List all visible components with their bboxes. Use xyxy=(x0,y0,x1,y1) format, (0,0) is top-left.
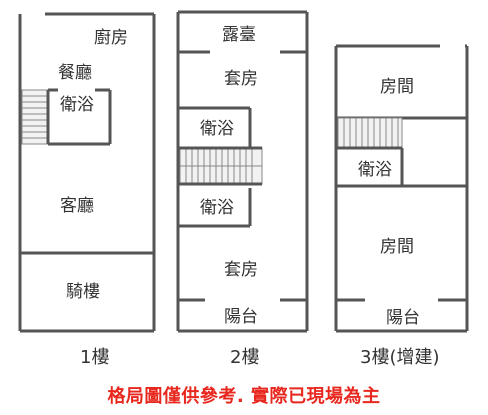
floor1-staircase xyxy=(22,95,48,139)
floor2-label: 2樓 xyxy=(230,347,259,368)
floor2-suite-bottom-label: 套房 xyxy=(224,260,258,280)
floor2-bath-bottom-label: 衛浴 xyxy=(200,198,234,218)
floor1-bath-label: 衛浴 xyxy=(60,95,94,115)
floor3-staircase xyxy=(343,118,399,148)
floor1-label: 1樓 xyxy=(80,347,109,368)
floor3-balcony-label: 陽台 xyxy=(386,308,420,328)
floor1-living-label: 客廳 xyxy=(60,196,94,216)
floor2-staircase xyxy=(180,148,262,184)
floor2-terrace-label: 露臺 xyxy=(222,25,256,45)
floor3-label: 3樓(增建) xyxy=(360,347,440,368)
floor3-room-bottom-label: 房間 xyxy=(380,237,414,257)
floor2-balcony-label: 陽台 xyxy=(224,307,258,327)
floor1-plan: 廚房 餐廳 衛浴 客廳 騎樓 xyxy=(18,12,156,333)
floor2-suite-top-label: 套房 xyxy=(224,69,258,89)
floor3-bath-label: 衛浴 xyxy=(358,160,392,180)
floor1-dining-label: 餐廳 xyxy=(58,63,92,83)
disclaimer-caption: 格局圖僅供參考. 實際已現場為主 xyxy=(107,386,381,407)
floor1-kitchen-label: 廚房 xyxy=(94,27,128,48)
floor1-arcade-label: 騎樓 xyxy=(66,282,100,302)
floor2-plan: 露臺 套房 衛浴 衛浴 套房 陽台 xyxy=(176,10,309,333)
floor3-room-top-label: 房間 xyxy=(380,77,414,97)
floor3-plan: 房間 衛浴 房間 陽台 xyxy=(334,44,469,333)
floor2-bath-top-label: 衛浴 xyxy=(200,119,234,139)
